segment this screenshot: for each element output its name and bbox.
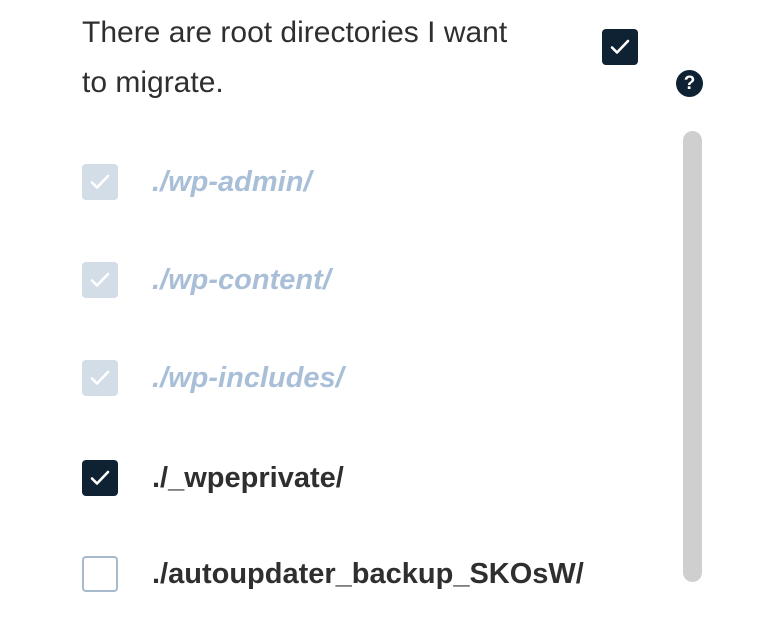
check-icon bbox=[90, 272, 110, 287]
check-icon bbox=[610, 39, 630, 54]
directory-label: ./wp-content/ bbox=[152, 263, 331, 296]
directory-checkbox[interactable] bbox=[82, 556, 118, 592]
directory-label: ./wp-admin/ bbox=[152, 165, 312, 198]
directory-label: ./autoupdater_backup_SKOsW/ bbox=[152, 557, 584, 590]
directory-item: ./wp-admin/ bbox=[82, 162, 312, 202]
root-directories-question: There are root directories I want to mig… bbox=[82, 16, 508, 99]
directory-checkbox[interactable] bbox=[82, 460, 118, 496]
directory-label: ./_wpeprivate/ bbox=[152, 461, 344, 494]
check-icon bbox=[90, 174, 110, 189]
help-icon[interactable]: ? bbox=[676, 70, 703, 97]
scrollbar[interactable] bbox=[683, 131, 702, 582]
directory-checkbox bbox=[82, 262, 118, 298]
directory-item: ./wp-includes/ bbox=[82, 358, 344, 398]
directory-checkbox bbox=[82, 360, 118, 396]
directory-label: ./wp-includes/ bbox=[152, 361, 344, 394]
directory-item: ./wp-content/ bbox=[82, 260, 331, 300]
check-icon bbox=[90, 370, 110, 385]
root-directories-checkbox[interactable] bbox=[602, 29, 638, 65]
directory-checkbox bbox=[82, 164, 118, 200]
check-icon bbox=[90, 470, 110, 485]
directory-item[interactable]: ./autoupdater_backup_SKOsW/ bbox=[82, 554, 584, 594]
directory-item[interactable]: ./_wpeprivate/ bbox=[82, 458, 344, 498]
